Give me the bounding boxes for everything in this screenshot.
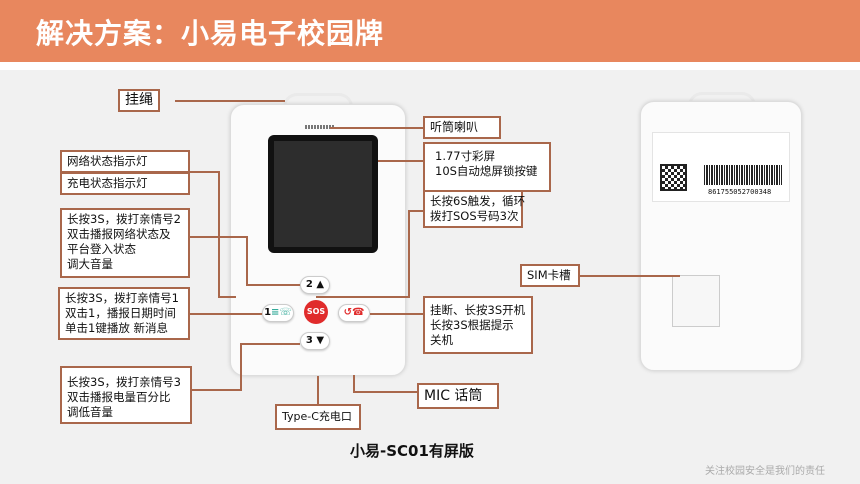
sos-button[interactable]: SOS	[304, 300, 328, 324]
header-bar: 解决方案：小易电子校园牌	[0, 0, 860, 62]
sos-label: 长按6S触发，循环拨打SOS号码3次	[423, 190, 525, 228]
key-3-button[interactable]: 3 ▼	[300, 332, 330, 350]
device-screen	[268, 135, 378, 253]
network-led-label: 网络状态指示灯	[60, 150, 190, 173]
footer-slogan: 关注校园安全是我们的责任	[705, 466, 825, 477]
hangup-label: 挂断、长按3S开机长按3S根据提示关机	[423, 296, 533, 354]
charge-led-label: 充电状态指示灯	[60, 172, 190, 195]
product-caption: 小易-SC01有屏版	[350, 442, 474, 460]
divider	[0, 62, 860, 70]
page-title: 解决方案：小易电子校园牌	[36, 17, 385, 50]
typec-label: Type-C充电口	[275, 404, 361, 430]
speaker-label: 听筒喇叭	[423, 116, 501, 139]
sim-slot	[672, 275, 720, 327]
lanyard-loop-back	[688, 92, 756, 108]
hangup-button[interactable]: ↺☎	[338, 304, 370, 322]
sim-label: SIM卡槽	[520, 264, 580, 287]
speaker-grille	[305, 125, 335, 129]
key-2-button[interactable]: 2 ▲	[300, 276, 330, 294]
mic-label: MIC 话筒	[417, 383, 499, 409]
lanyard-label: 挂绳	[118, 89, 160, 112]
qr-code	[660, 164, 687, 191]
barcode	[704, 165, 782, 185]
key-1-button[interactable]: 1≡☏	[262, 304, 294, 322]
barcode-number: 861755052700348	[708, 188, 772, 196]
